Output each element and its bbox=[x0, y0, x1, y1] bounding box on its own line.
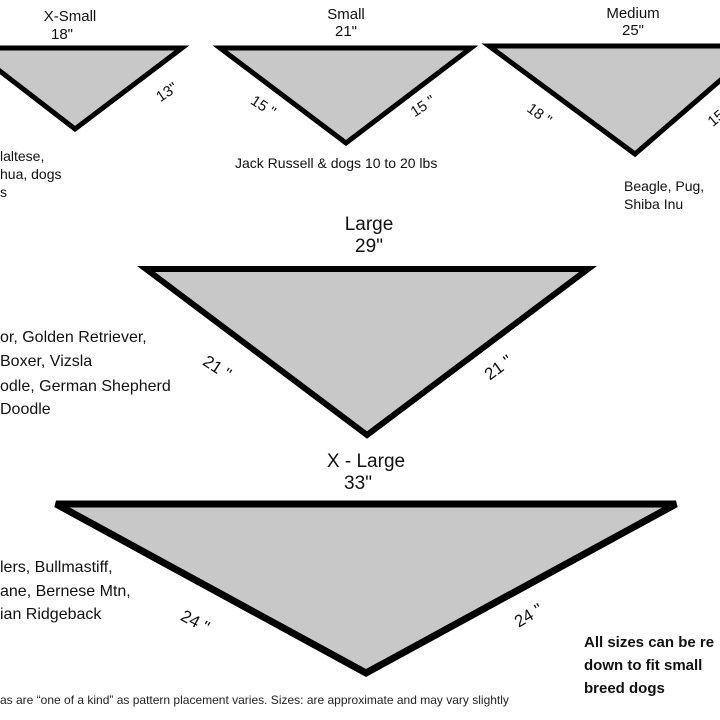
xsmall-width: 18" bbox=[50, 26, 74, 43]
small-bandana-shape bbox=[212, 45, 479, 147]
small-title: Small bbox=[327, 6, 365, 23]
footer-disclaimer: as are “one of a kind” as pattern placem… bbox=[0, 693, 509, 707]
small-width: 21" bbox=[334, 23, 358, 40]
xlarge-breed-3: ian Ridgeback bbox=[0, 606, 102, 623]
xlarge-width: 33" bbox=[344, 473, 372, 494]
resize-note-line-1: All sizes can be re bbox=[584, 634, 715, 651]
large-breed-3: odle, German Shepherd bbox=[0, 378, 171, 395]
xlarge-bandana-shape bbox=[54, 500, 678, 677]
small-breed-1: Jack Russell & dogs 10 to 20 lbs bbox=[235, 155, 438, 171]
medium-title: Medium bbox=[606, 5, 660, 22]
xlarge-title: X - Large bbox=[326, 451, 406, 472]
medium-breed-1: Beagle, Pug, bbox=[624, 178, 705, 194]
xsmall-bandana-shape bbox=[0, 45, 190, 133]
resize-note-line-3: breed dogs bbox=[584, 680, 665, 697]
medium-bandana-shape bbox=[481, 43, 720, 158]
xsmall-breed-1: laltese, bbox=[0, 148, 45, 164]
resize-note-line-2: down to fit small bbox=[584, 657, 703, 674]
large-breed-1: or, Golden Retriever, bbox=[0, 329, 147, 346]
xsmall-breed-3: s bbox=[0, 184, 7, 200]
xsmall-breed-2: hua, dogs bbox=[0, 166, 62, 182]
medium-width: 25" bbox=[621, 22, 645, 39]
xsmall-title: X-Small bbox=[43, 8, 97, 25]
xlarge-breed-1: lers, Bullmastiff, bbox=[0, 559, 113, 576]
large-width: 29" bbox=[355, 236, 383, 257]
xlarge-breed-2: ane, Bernese Mtn, bbox=[0, 583, 131, 600]
medium-breed-2: Shiba Inu bbox=[624, 196, 684, 212]
large-bandana-shape bbox=[137, 266, 597, 439]
large-title: Large bbox=[344, 214, 394, 235]
large-breed-2: Boxer, Vizsla bbox=[0, 353, 93, 370]
large-breed-4: Doodle bbox=[0, 401, 51, 418]
